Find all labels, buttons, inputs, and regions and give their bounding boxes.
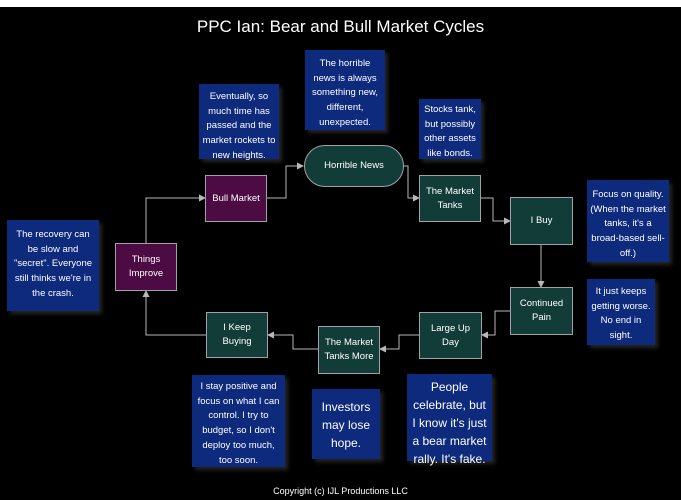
edge-market-tanks-more-to-i-keep-buying [267, 331, 318, 350]
note-focus-on-quality: Focus on quality. (When the market tanks… [587, 180, 669, 262]
edge-horrible-news-to-market-tanks [403, 165, 420, 202]
note-bull-market: Eventually, so much time has passed and … [199, 84, 279, 161]
diagram-title: PPC Ian: Bear and Bull Market Cycles [196, 17, 485, 36]
note-stay-positive: I stay positive and focus on what I can … [192, 375, 285, 467]
note-recovery: The recovery can be slow and "secret". E… [7, 220, 99, 311]
node-i-keep-buying: I Keep Buying [206, 312, 268, 358]
node-large-up-day: Large Up Day [419, 312, 482, 359]
node-bull-market: Bull Market [205, 175, 267, 222]
node-the-market-tanks: The Market Tanks [419, 175, 481, 222]
note-investors-lose-hope: Investors may lose hope. [312, 389, 380, 459]
top-strip [0, 0, 681, 7]
copyright-footer: Copyright (c) IJL Productions LLC [273, 486, 408, 496]
note-horrible-news: The horrible news is always something ne… [305, 50, 385, 130]
edge-continued-pain-to-large-up-day [481, 310, 510, 339]
edge-things-improve-to-bull-market [145, 194, 206, 243]
node-horrible-news: Horrible News [304, 145, 404, 187]
edge-large-up-day-to-market-tanks-more [379, 334, 419, 353]
node-continued-pain: Continued Pain [510, 287, 573, 335]
note-stocks-tank: Stocks tank, but possibly other assets l… [419, 99, 481, 159]
edge-i-keep-buying-to-things-improve [142, 290, 206, 336]
edge-bull-market-to-horrible-news [267, 162, 304, 199]
note-people-celebrate: People celebrate, but I know it's just a… [407, 374, 492, 466]
note-keeps-getting-worse: It just keeps getting worse. No end in s… [587, 279, 655, 345]
edge-market-tanks-to-i-buy [480, 197, 511, 225]
node-things-improve: Things Improve [115, 243, 177, 291]
node-the-market-tanks-more: The Market Tanks More [318, 326, 380, 374]
node-i-buy: I Buy [510, 197, 573, 245]
